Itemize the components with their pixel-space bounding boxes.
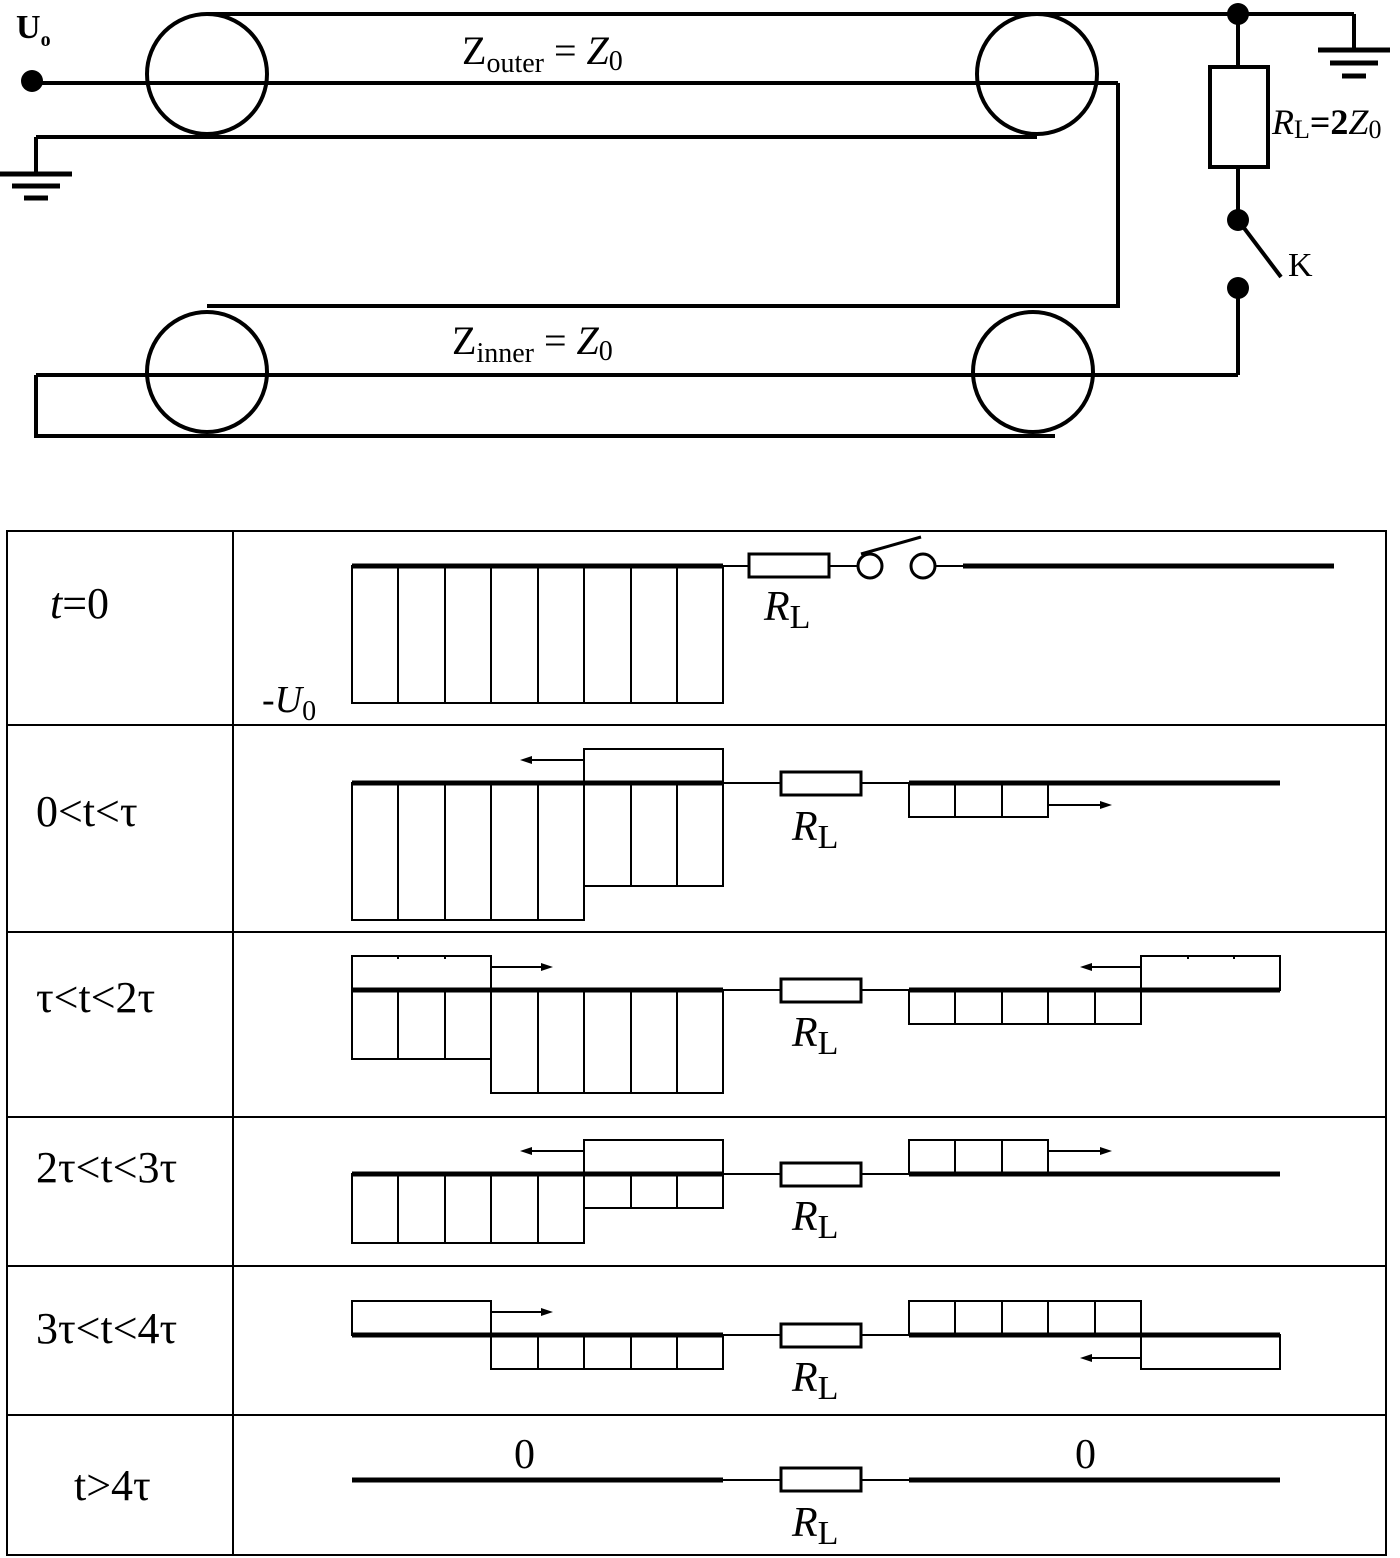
- outer-to-inner-link: [207, 83, 1120, 308]
- row2-left-block-tall: [351, 782, 585, 921]
- switch-contact-bottom: [1227, 277, 1249, 299]
- row3-left-block-tall: [490, 989, 724, 1094]
- row3-left-block-short: [351, 989, 492, 1060]
- row6-load-label: RL: [791, 1500, 838, 1552]
- row3-reflected-left-top: [351, 955, 492, 991]
- outer-line-label: Zouter = Z0: [462, 28, 623, 79]
- row2-transmitted-wave: [908, 782, 1049, 818]
- row1-diagram: [351, 535, 1334, 704]
- row3-left-arrow-head: [541, 963, 553, 971]
- row2-load-label: RL: [791, 804, 838, 856]
- row1-load-resistor: [747, 552, 831, 579]
- inner-coax-left-end: [145, 310, 269, 434]
- row4-load-resistor: [779, 1161, 863, 1188]
- row5-reflected-left-top: [351, 1300, 492, 1336]
- row4-left-arrow-head: [520, 1147, 532, 1155]
- row6-diagram: [352, 1466, 1280, 1493]
- source-label: Uo: [16, 9, 51, 51]
- switch-label: K: [1288, 247, 1313, 284]
- row1-switch-contact-1: [856, 552, 884, 580]
- inner-short-loop: [34, 375, 1055, 438]
- row5-reflected-right-bottom: [1140, 1334, 1281, 1370]
- junction-top-right: [1227, 3, 1249, 25]
- row2-left-arrow-head: [520, 756, 532, 764]
- row2-load-resistor: [779, 770, 863, 797]
- source-terminal: [21, 70, 43, 92]
- load-resistor-label: RL=2Z0: [1271, 102, 1381, 144]
- row1-switch-contact-2: [909, 552, 937, 580]
- row1-switch-blade: [860, 535, 922, 556]
- row4-left-block-small: [583, 1173, 724, 1209]
- row5-diagram: [351, 1300, 1281, 1370]
- row-label-0-tau: 0<t<τ: [36, 787, 138, 836]
- switch-contact-top: [1227, 209, 1249, 231]
- row4-reflected-wave: [583, 1139, 724, 1175]
- row5-load-resistor: [779, 1322, 863, 1349]
- row3-load-label: RL: [791, 1010, 838, 1062]
- row1-initial-voltage: -U0: [262, 679, 316, 727]
- row3-right-block: [908, 989, 1142, 1025]
- row5-left-block: [490, 1334, 724, 1370]
- row1-load-label: RL: [763, 584, 810, 636]
- table-border: [6, 530, 1387, 1556]
- row3-diagram: [351, 955, 1281, 1094]
- row5-load-label: RL: [791, 1355, 838, 1407]
- row5-left-arrow-head: [541, 1308, 553, 1316]
- row-label-3tau-4tau: 3τ<t<4τ: [36, 1304, 177, 1353]
- row4-left-block: [351, 1173, 585, 1244]
- row-label-t0: t=0: [50, 579, 109, 628]
- row2-left-block-short: [583, 782, 724, 887]
- circuit-diagram: Uo Zouter = Z0 Zinner = Z0 RL=2Z0 K: [0, 3, 1390, 438]
- row6-left-value: 0: [514, 1432, 535, 1478]
- row3-right-arrow-head: [1080, 963, 1092, 971]
- row-label-tau-2tau: τ<t<2τ: [36, 973, 155, 1022]
- row-label-after-4tau: t>4τ: [74, 1461, 151, 1510]
- row5-right-block: [908, 1300, 1142, 1336]
- row6-load-resistor: [779, 1466, 863, 1493]
- row4-transmitted-wave: [908, 1139, 1049, 1175]
- row2-diagram: [351, 748, 1280, 921]
- switch-blade: [1236, 218, 1283, 279]
- inner-coax-right-end: [971, 310, 1095, 434]
- row4-load-label: RL: [791, 1194, 838, 1246]
- inner-line-label: Zinner = Z0: [452, 318, 613, 369]
- row3-reflected-right-top: [1140, 955, 1281, 991]
- row6-right-value: 0: [1075, 1432, 1096, 1478]
- row-label-2tau-3tau: 2τ<t<3τ: [36, 1143, 177, 1192]
- row3-load-resistor: [779, 977, 863, 1004]
- row5-right-arrow-head: [1080, 1354, 1092, 1362]
- row4-right-arrow-head: [1100, 1147, 1112, 1155]
- row2-right-arrow-head: [1100, 801, 1112, 809]
- row4-diagram: [351, 1139, 1280, 1244]
- row2-reflected-wave: [583, 748, 724, 784]
